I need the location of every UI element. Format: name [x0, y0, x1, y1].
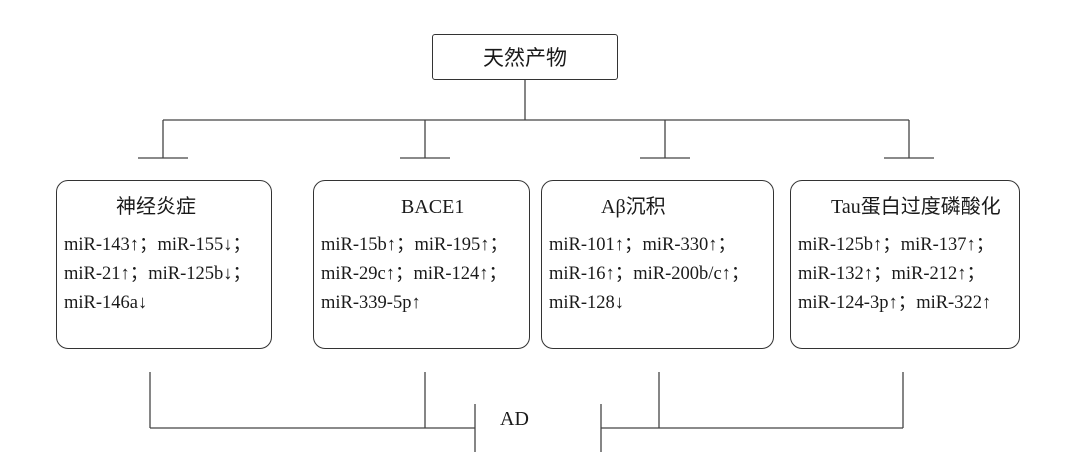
mirna-line: miR-128↓ — [549, 293, 625, 313]
mirna-line: miR-16↑；miR-200b/c↑； — [549, 264, 750, 284]
mirna-line: miR-339-5p↑ — [321, 293, 421, 313]
mirna-line: miR-15b↑；miR-195↑； — [321, 235, 509, 255]
mirna-line: miR-132↑；miR-212↑； — [798, 264, 986, 284]
mirna-line: miR-29c↑；miR-124↑； — [321, 264, 508, 284]
mirna-line: miR-124-3p↑；miR-322↑ — [798, 293, 992, 313]
mirna-line: miR-21↑；miR-125b↓； — [64, 264, 252, 284]
category-title: BACE1 — [401, 196, 465, 218]
mirna-line: miR-143↑；miR-155↓； — [64, 235, 252, 255]
category-box-bace1: BACE1 miR-15b↑；miR-195↑； miR-29c↑；miR-12… — [313, 180, 530, 349]
target-node-ad: AD — [496, 408, 533, 431]
category-title: Aβ沉积 — [601, 196, 666, 218]
mirna-line: miR-146a↓ — [64, 293, 148, 313]
category-title: 神经炎症 — [116, 196, 196, 218]
category-box-neuroinflammation: 神经炎症 miR-143↑；miR-155↓； miR-21↑；miR-125b… — [56, 180, 272, 349]
category-box-abeta-deposition: Aβ沉积 miR-101↑；miR-330↑； miR-16↑；miR-200b… — [541, 180, 774, 349]
category-box-tau-hyperphosphorylation: Tau蛋白过度磷酸化 miR-125b↑；miR-137↑； miR-132↑；… — [790, 180, 1020, 349]
root-node-natural-products: 天然产物 — [432, 34, 618, 80]
root-node-label: 天然产物 — [483, 46, 567, 70]
mirna-line: miR-125b↑；miR-137↑； — [798, 235, 995, 255]
mirna-line: miR-101↑；miR-330↑； — [549, 235, 737, 255]
category-title: Tau蛋白过度磷酸化 — [831, 196, 1001, 218]
